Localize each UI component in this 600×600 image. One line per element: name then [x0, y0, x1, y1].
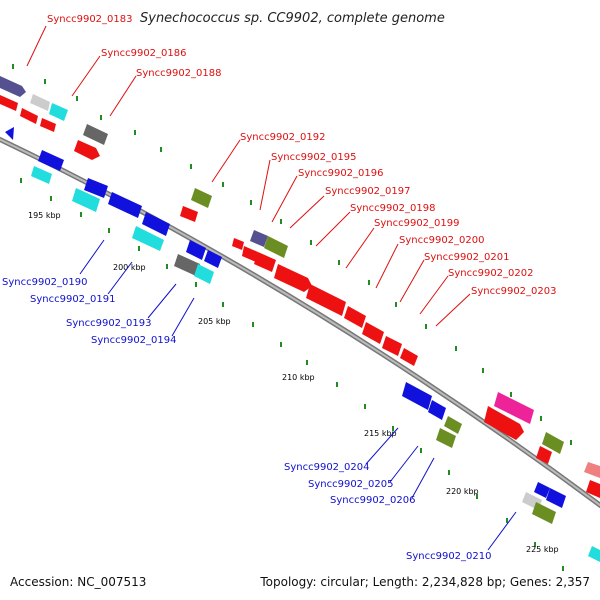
gene-blue-2[interactable]	[84, 178, 108, 198]
scale-label: 210 kbp	[282, 373, 315, 382]
gene-label[interactable]: Syncc9902_0199	[374, 218, 460, 229]
scale-label: 200 kbp	[113, 263, 146, 272]
gene-red-2[interactable]	[20, 108, 38, 124]
gene-blue-1[interactable]	[38, 150, 64, 171]
gene-syncc9902-0183[interactable]	[0, 76, 26, 97]
gene-blue-7[interactable]	[428, 400, 446, 420]
gene-syncc9902-0198[interactable]	[306, 284, 346, 316]
tick-marks	[12, 64, 572, 571]
gene-red-6[interactable]	[232, 238, 244, 250]
gene-olive-4[interactable]	[532, 502, 556, 524]
gene-syncc9902-0204[interactable]	[402, 382, 432, 410]
gene-label[interactable]: Syncc9902_0210	[406, 551, 492, 562]
gene-label[interactable]: Syncc9902_0191	[30, 294, 116, 305]
gene-syncc9902-0203[interactable]	[494, 392, 534, 424]
genome-backbone	[0, 136, 600, 509]
gene-label[interactable]: Syncc9902_0204	[284, 462, 370, 473]
gene-blue-6[interactable]	[204, 250, 222, 268]
gene-cyan-1[interactable]	[31, 166, 52, 184]
gene-syncc9902-0192[interactable]	[191, 188, 212, 208]
accession-text: Accession: NC_007513	[10, 575, 146, 589]
gene-syncc9902-0193[interactable]	[174, 254, 200, 276]
scale-label: 225 kbp	[526, 545, 559, 554]
gene-syncc9902-0188[interactable]	[83, 124, 108, 145]
gene-label[interactable]: Syncc9902_0197	[325, 186, 411, 197]
gene-label[interactable]: Syncc9902_0206	[330, 495, 416, 506]
gene-syncc9902-0186b[interactable]	[49, 103, 68, 121]
gene-blue-9[interactable]	[546, 488, 566, 508]
gene-label[interactable]: Syncc9902_0202	[448, 268, 534, 279]
gene-syncc9902-0196[interactable]	[264, 236, 288, 258]
gene-blue-3[interactable]	[108, 192, 142, 218]
gene-syncc9902-0205[interactable]	[436, 428, 456, 448]
gene-label[interactable]: Syncc9902_0205	[308, 479, 394, 490]
gene-label[interactable]: Syncc9902_0193	[66, 318, 152, 329]
gene-syncc9902-0191[interactable]	[132, 226, 164, 251]
gene-red-7[interactable]	[242, 246, 258, 262]
scale-label: 220 kbp	[446, 487, 479, 496]
scale-label: 215 kbp	[364, 429, 397, 438]
gene-red-3[interactable]	[40, 118, 56, 132]
gene-syncc9902-0200[interactable]	[362, 322, 384, 344]
gene-syncc9902-0202[interactable]	[400, 348, 418, 366]
gene-label[interactable]: Syncc9902_0188	[136, 68, 222, 79]
gene-label[interactable]: Syncc9902_0194	[91, 335, 177, 346]
gene-blue-5[interactable]	[186, 240, 206, 260]
gene-red-8[interactable]	[254, 252, 276, 272]
gene-salmon[interactable]	[584, 462, 600, 478]
gene-red-10[interactable]	[536, 446, 552, 464]
gene-label[interactable]: Syncc9902_0195	[271, 152, 357, 163]
gene-blue-8[interactable]	[534, 482, 550, 498]
gene-label[interactable]: Syncc9902_0196	[298, 168, 384, 179]
gene-red-9[interactable]	[484, 406, 524, 440]
gene-label[interactable]: Syncc9902_0201	[424, 252, 510, 263]
genome-info-text: Topology: circular; Length: 2,234,828 bp…	[259, 575, 590, 589]
gene-label[interactable]: Syncc9902_0192	[240, 132, 326, 143]
gene-red-5[interactable]	[180, 206, 198, 222]
gene-syncc9902-0190[interactable]	[72, 188, 100, 212]
gene-label[interactable]: Syncc9902_0203	[471, 286, 557, 297]
gene-label[interactable]: Syncc9902_0190	[2, 277, 88, 288]
gene-red-11[interactable]	[586, 480, 600, 498]
gene-label[interactable]: Syncc9902_0200	[399, 235, 485, 246]
gene-syncc9902-0194[interactable]	[194, 264, 214, 284]
gene-syncc9902-0199[interactable]	[344, 306, 366, 328]
gene-olive-2[interactable]	[444, 416, 462, 434]
map-title: Synechococcus sp. CC9902, complete genom…	[140, 11, 445, 26]
gene-blue-4[interactable]	[142, 212, 170, 236]
bottom-leader-lines	[79, 239, 517, 551]
gene-red-4[interactable]	[74, 140, 100, 160]
gene-label[interactable]: Syncc9902_0186	[101, 48, 187, 59]
gene-olive-3[interactable]	[542, 432, 564, 454]
scale-label: 195 kbp	[28, 211, 61, 220]
gene-cyan-2[interactable]	[588, 546, 600, 562]
gene-features	[0, 76, 600, 562]
gene-syncc9902-0195[interactable]	[250, 230, 268, 247]
top-leader-lines	[26, 25, 471, 327]
gene-red-1[interactable]	[0, 95, 18, 111]
gene-syncc9902-0197[interactable]	[274, 264, 312, 292]
scale-label: 205 kbp	[198, 317, 231, 326]
gene-syncc9902-0186[interactable]	[30, 94, 50, 111]
gene-syncc9902-0201[interactable]	[382, 336, 402, 356]
gene-label[interactable]: Syncc9902_0183	[47, 14, 133, 25]
gene-blue-small[interactable]	[5, 127, 14, 140]
gene-label[interactable]: Syncc9902_0198	[350, 203, 436, 214]
